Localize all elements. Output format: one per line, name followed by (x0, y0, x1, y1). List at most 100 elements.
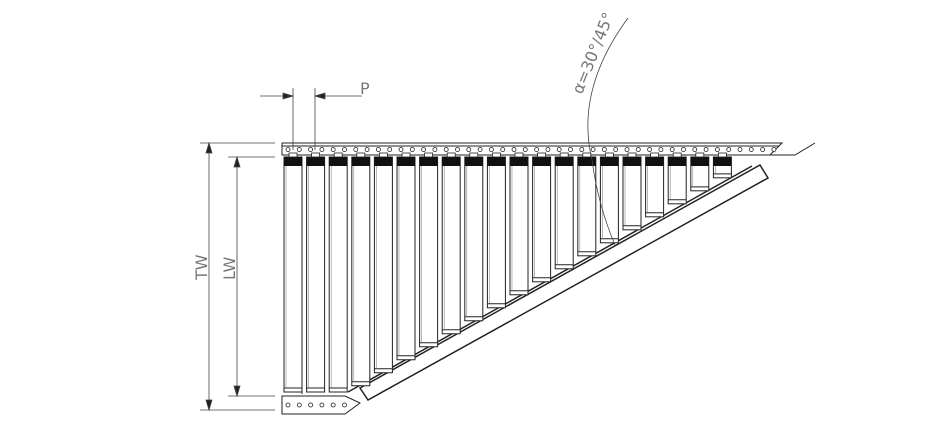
frame-hole (308, 147, 314, 152)
frame-extension (770, 142, 816, 156)
frame-hole (590, 147, 596, 152)
frame-hole (579, 147, 585, 152)
roller (464, 152, 484, 322)
frame-hole (319, 402, 325, 408)
roller-bearing-cap (577, 157, 596, 166)
roller (306, 152, 326, 393)
frame-holes (285, 147, 777, 408)
frame-hole (647, 147, 652, 152)
roller-bearing-cap (329, 157, 348, 166)
frame-hole (669, 147, 675, 152)
frame-hole (703, 147, 709, 152)
roller (351, 152, 371, 387)
roller-bearing-cap (397, 157, 415, 166)
frame-hole (421, 147, 427, 152)
frame-hole (556, 147, 562, 152)
frame-hole (342, 147, 347, 152)
roller (509, 152, 529, 296)
roller-bearing-cap (532, 157, 551, 166)
frame-hole (545, 147, 551, 152)
roller (396, 152, 416, 361)
frame-hole (296, 147, 302, 152)
roller (532, 152, 552, 283)
frame-hole (635, 147, 641, 152)
frame-hole (613, 147, 619, 152)
roller (690, 152, 710, 192)
frame-hole (534, 147, 539, 152)
roller-bearing-cap (419, 157, 438, 166)
frame-hole (681, 147, 686, 152)
tw-label: TW (192, 254, 211, 281)
roller (328, 152, 348, 393)
pitch-label: P (360, 79, 370, 98)
roller (622, 152, 642, 231)
pitch-arrowheads (282, 92, 326, 100)
roller-bearing-cap (374, 157, 393, 166)
frame-hole (319, 147, 325, 152)
frame-hole (477, 147, 483, 152)
frame-hole (748, 147, 754, 152)
frame-hole (330, 402, 336, 408)
frame-hole (455, 147, 460, 152)
roller (599, 152, 619, 244)
frame-hole (737, 147, 743, 152)
roller (419, 152, 439, 348)
frame-hole (522, 147, 528, 152)
roller (373, 152, 393, 374)
roller-bearing-cap (668, 157, 687, 166)
frame-hole (285, 147, 291, 152)
frame-hole (364, 147, 370, 152)
frame-hole (296, 402, 302, 408)
roller-bearing-cap (555, 157, 574, 166)
frame-hole (726, 147, 732, 152)
roller (577, 152, 597, 257)
roller-bearing-cap (623, 157, 641, 166)
frame-hole (398, 147, 404, 152)
roller (667, 152, 687, 205)
frame-hole (568, 147, 573, 152)
frame-hole (760, 147, 765, 152)
frame-hole (409, 147, 415, 152)
frame-hole (715, 147, 720, 152)
roller (441, 152, 461, 335)
angle-label: α=30°/45° (568, 10, 618, 97)
diagonal-guard-outer (358, 163, 770, 401)
roller-bearing-cap (713, 157, 732, 166)
frame-hole (500, 147, 506, 152)
frame-hole (511, 147, 517, 152)
roller (283, 152, 303, 393)
roller (554, 152, 574, 270)
frame-hole (342, 402, 347, 408)
roller-bearing-cap (487, 157, 506, 166)
roller-bearing-cap (306, 157, 325, 166)
roller (645, 152, 665, 218)
frame-hole (387, 147, 393, 152)
frame-hole (692, 147, 698, 152)
roller-bearing-cap (510, 157, 528, 166)
frame-hole (285, 402, 291, 408)
dimension-arrows (205, 141, 241, 412)
roller-bearing-cap (442, 157, 461, 166)
frame-hole (330, 147, 336, 152)
frame-hole (353, 147, 359, 152)
frame-hole (771, 147, 777, 152)
angle-arc (587, 17, 629, 246)
frame-hole (624, 147, 630, 152)
roller-bearing-cap (284, 157, 302, 166)
roller-bearing-cap (645, 157, 664, 166)
frame-hole (443, 147, 449, 152)
roller (486, 152, 506, 309)
rollers (283, 152, 732, 393)
frame-hole (432, 147, 438, 152)
frame-hole (375, 147, 381, 152)
frame-hole (466, 147, 472, 152)
lw-label: LW (220, 257, 239, 280)
roller-bearing-cap (351, 157, 370, 166)
frame-hole (308, 402, 314, 408)
roller (712, 152, 732, 179)
frame-hole (488, 147, 494, 152)
roller-bearing-cap (600, 157, 619, 166)
roller-bearing-cap (464, 157, 483, 166)
frame-hole (602, 147, 607, 152)
